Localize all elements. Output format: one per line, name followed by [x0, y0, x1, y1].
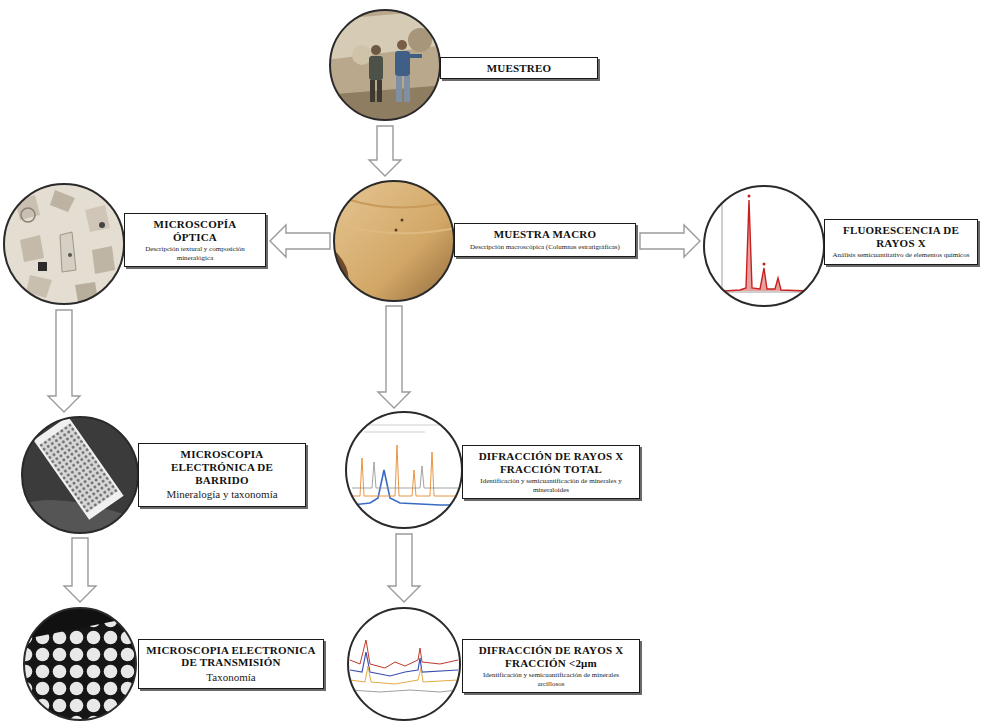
method-step: DIFRACCIÓN DE RAYOS X FRACCIÓN <2μmIdent… — [346, 606, 642, 722]
label-box: MUESTREO — [440, 57, 598, 80]
method-step: MUESTREO — [328, 8, 600, 122]
label-box: DIFRACCIÓN DE RAYOS X FRACCIÓN <2μmIdent… — [462, 639, 640, 693]
method-step: MICROSCOPIA ELECTRONICA DE TRANSMISIÓN Ta… — [22, 606, 324, 722]
step-description: Identificación y semicuantificación de m… — [469, 477, 633, 494]
photo-frame — [348, 608, 460, 720]
method-step: MICROSCOPÍA ÓPTICA Descripción textural y… — [4, 182, 266, 306]
photo-frame — [4, 184, 124, 304]
sem-micrograph — [20, 415, 140, 535]
method-step: DIFRACCIÓN DE RAYOS X FRACCIÓN TOTAL Iden… — [346, 412, 642, 530]
step-description: Análisis semicuantitativo de elementos q… — [831, 251, 971, 259]
step-description: Descripción macroscópica (Columnas estra… — [461, 243, 629, 251]
label-box: MICROSCOPÍA ÓPTICA Descripción textural y… — [124, 213, 266, 267]
step-title: MICROSCOPIA ELECTRONICA DE TRANSMISIÓN — [145, 644, 317, 669]
photo-frame — [704, 186, 824, 306]
hollow-arrow — [388, 534, 420, 602]
photo-frame — [22, 417, 138, 533]
hollow-arrow — [64, 538, 96, 602]
xrd-pattern — [344, 410, 464, 530]
step-title: DIFRACCIÓN DE RAYOS X FRACCIÓN TOTAL — [469, 450, 633, 475]
step-description: Descripción textural y composición miner… — [131, 245, 259, 262]
label-box: MICROSCOPIA ELECTRÓNICA DE BARRIDO Minera… — [138, 443, 306, 506]
fieldwork-photo — [325, 5, 445, 125]
step-description: Identificación y semicuantificación de m… — [469, 671, 633, 688]
step-title: MICROSCOPIA ELECTRÓNICA DE BARRIDO — [145, 448, 299, 486]
label-box: DIFRACCIÓN DE RAYOS X FRACCIÓN TOTAL Iden… — [462, 445, 640, 499]
label-box: MUESTRA MACRO Descripción macroscópica (C… — [454, 223, 636, 256]
photo-frame — [330, 10, 440, 120]
xrf-spectrum — [700, 182, 830, 312]
hollow-arrow — [378, 306, 410, 408]
photo-frame — [24, 608, 136, 720]
xrd-clay-pattern — [346, 606, 464, 724]
thin-section-photo — [0, 180, 130, 310]
hollow-arrow — [270, 225, 330, 257]
step-description: Mineralogía y taxonomía — [145, 488, 299, 501]
hollow-arrow — [369, 126, 401, 176]
method-step: MUESTRA MACRO Descripción macroscópica (C… — [334, 180, 636, 302]
photo-frame — [334, 181, 454, 301]
label-box: FLUORESCENCIA DE RAYOS X Análisis semicua… — [824, 219, 978, 265]
step-description: Taxonomía — [145, 671, 317, 684]
step-title: MUESTREO — [447, 62, 591, 75]
tem-micrograph — [20, 604, 140, 724]
step-title: MICROSCOPÍA ÓPTICA — [131, 218, 259, 243]
photo-frame — [346, 412, 462, 528]
step-title: MUESTRA MACRO — [461, 228, 629, 241]
hollow-arrow — [48, 310, 80, 412]
rock-sample-photo — [330, 178, 460, 308]
step-title: FLUORESCENCIA DE RAYOS X — [831, 224, 971, 249]
method-step: FLUORESCENCIA DE RAYOS X Análisis semicua… — [704, 184, 982, 308]
step-title: DIFRACCIÓN DE RAYOS X FRACCIÓN <2μm — [469, 644, 633, 669]
method-step: MICROSCOPIA ELECTRÓNICA DE BARRIDO Minera… — [22, 416, 306, 534]
hollow-arrow — [640, 225, 700, 257]
label-box: MICROSCOPIA ELECTRONICA DE TRANSMISIÓN Ta… — [138, 639, 324, 689]
